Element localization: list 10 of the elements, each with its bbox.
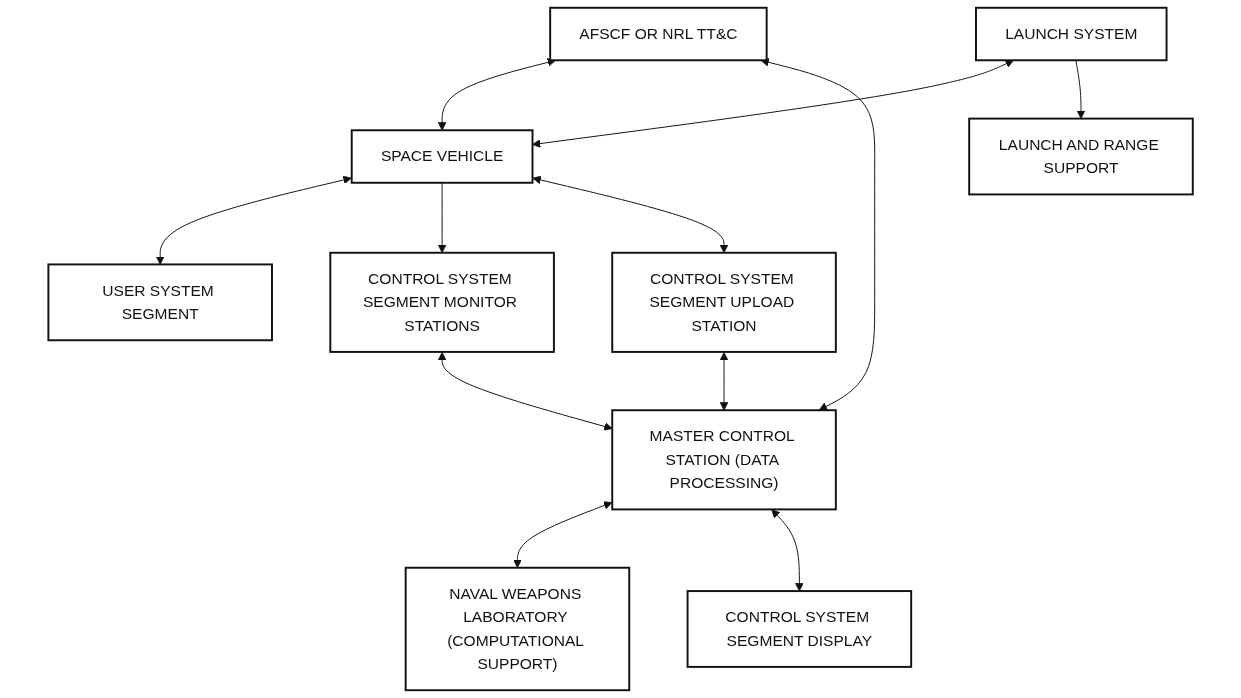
node-box: LAUNCH SYSTEM bbox=[974, 6, 1168, 62]
node-box: CONTROL SYSTEM SEGMENT DISPLAY bbox=[686, 590, 913, 668]
node-box: CONTROL SYSTEM SEGMENT MONITOR STATIONS bbox=[329, 251, 555, 353]
node-box: AFSCF OR NRL TT&C bbox=[549, 6, 768, 62]
node-box: LAUNCH AND RANGE SUPPORT bbox=[968, 117, 1194, 196]
node-box: NAVAL WEAPONS LABORATORY (COMPUTATIONAL SUPPORT) bbox=[404, 566, 631, 692]
node-box: MASTER CONTROL STATION (DATA PROCESSING) bbox=[611, 409, 837, 511]
node-box: CONTROL SYSTEM SEGMENT UPLOAD STATION bbox=[611, 251, 837, 353]
node-box: USER SYSTEM SEGMENT bbox=[47, 263, 273, 342]
node-box: SPACE VEHICLE bbox=[350, 129, 534, 184]
